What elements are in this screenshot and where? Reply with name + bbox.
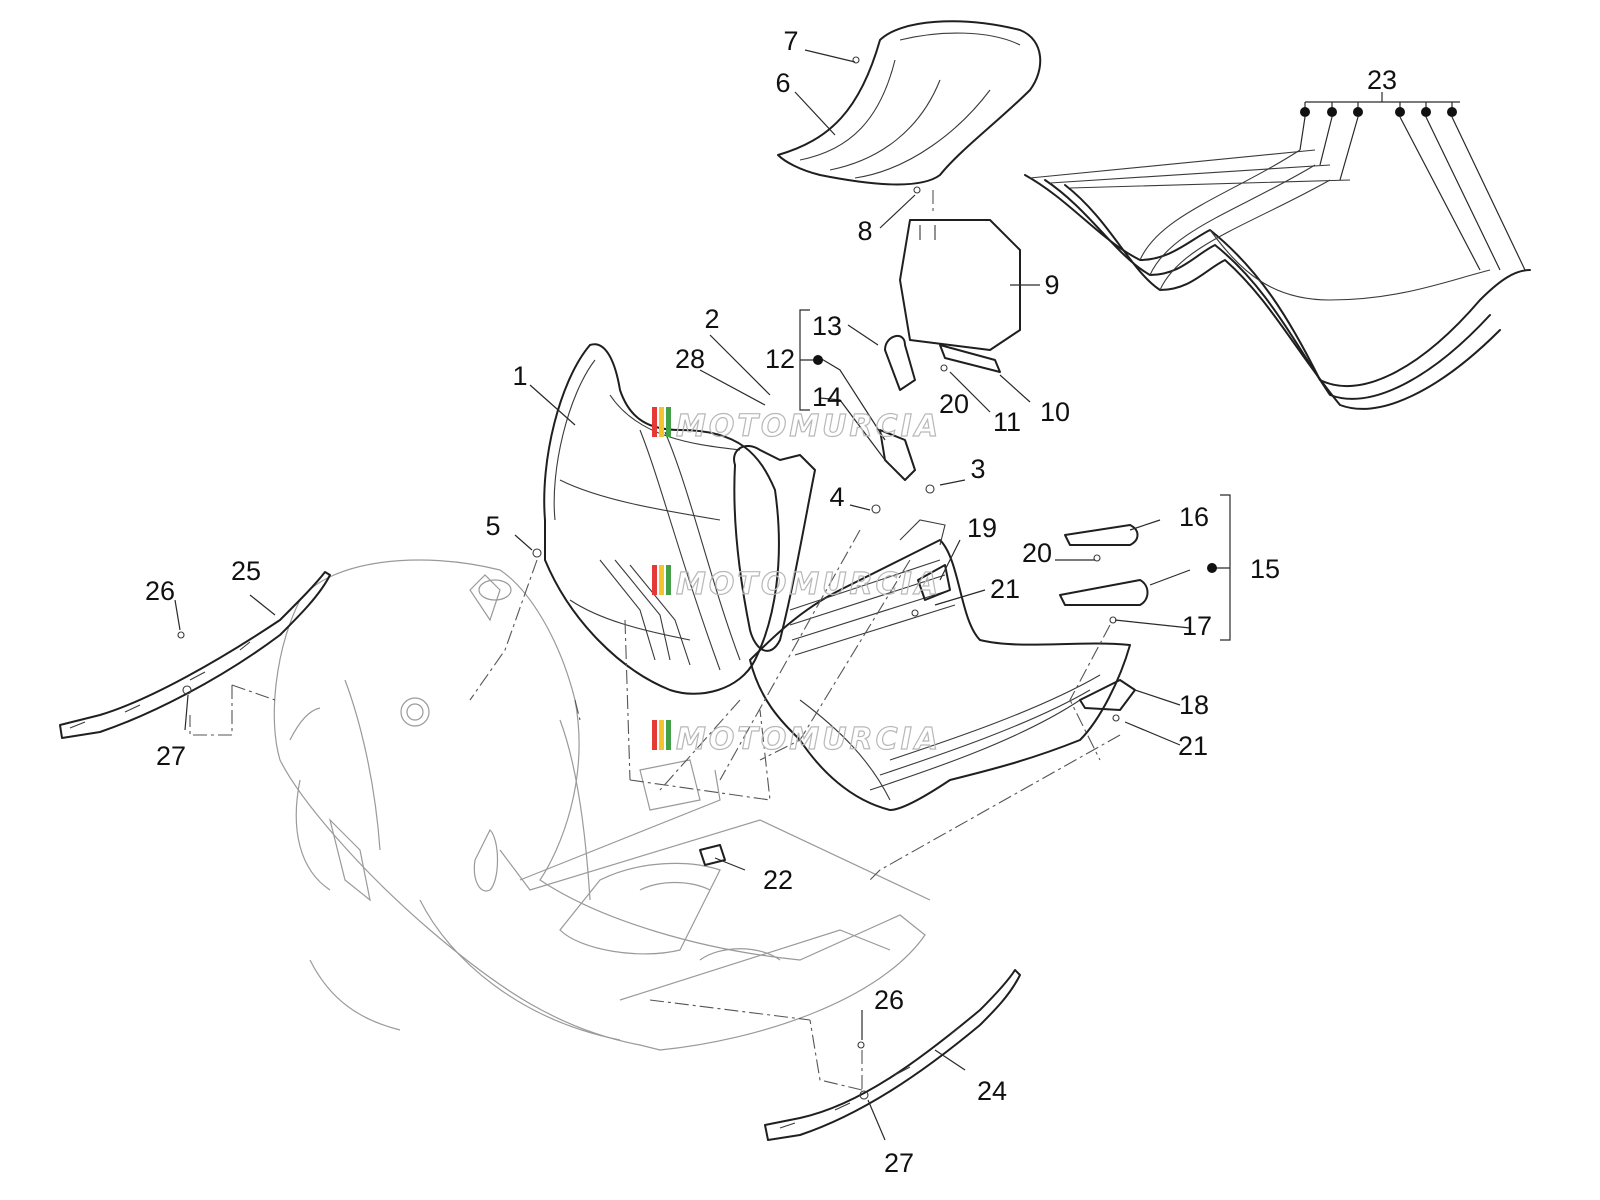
callout-5: 5 — [485, 511, 500, 541]
under-plate — [899, 219, 1021, 351]
callout-27-left: 27 — [156, 741, 186, 771]
watermark-top: MOTOMURCIA — [652, 407, 941, 445]
callout-24: 24 — [977, 1076, 1007, 1106]
callout-4: 4 — [829, 482, 844, 512]
footrest-mat — [777, 20, 1042, 186]
callout-3: 3 — [970, 454, 985, 484]
leader-lines — [174, 49, 1191, 1141]
footboard-panel — [749, 519, 1131, 811]
callout-11: 11 — [993, 407, 1021, 437]
callout-9: 9 — [1044, 270, 1059, 300]
callout-15: 15 — [1250, 554, 1280, 584]
wm-bar-red — [652, 565, 657, 595]
callout-26-right: 26 — [874, 985, 904, 1015]
callout-26-left: 26 — [145, 576, 175, 606]
side-strip-right — [764, 969, 1021, 1141]
callout-13: 13 — [812, 311, 842, 341]
callout-21-upper: 21 — [990, 574, 1020, 604]
callout-12: 12 — [765, 344, 795, 374]
wm-bar-green — [666, 407, 671, 437]
callout-14: 14 — [812, 382, 842, 412]
watermark-text: MOTOMURCIA — [676, 409, 941, 444]
group-brackets — [799, 92, 1526, 641]
callout-8: 8 — [857, 216, 872, 246]
callout-16: 16 — [1179, 502, 1209, 532]
callout-6: 6 — [775, 68, 790, 98]
watermark-bottom: MOTOMURCIA — [652, 720, 941, 758]
callout-28: 28 — [675, 344, 705, 374]
wm-bar-yellow — [659, 565, 664, 595]
callout-22: 22 — [763, 865, 793, 895]
watermark-middle: MOTOMURCIA — [652, 565, 941, 603]
callout-19: 19 — [967, 513, 997, 543]
callout-10: 10 — [1040, 397, 1070, 427]
wm-bar-yellow — [659, 407, 664, 437]
callout-2: 2 — [704, 304, 719, 334]
watermark-text: MOTOMURCIA — [676, 567, 941, 602]
callout-7: 7 — [783, 26, 798, 56]
footboard-rails — [1024, 149, 1531, 410]
callout-27-right: 27 — [884, 1148, 914, 1178]
assembly-lines — [189, 190, 1121, 1091]
callout-1: 1 — [512, 361, 527, 391]
callout-21-lower: 21 — [1178, 731, 1208, 761]
callout-20-upper: 20 — [939, 389, 969, 419]
watermark-text: MOTOMURCIA — [676, 722, 941, 757]
callout-23: 23 — [1367, 65, 1397, 95]
callout-25: 25 — [231, 556, 261, 586]
wm-bar-red — [652, 720, 657, 750]
scooter-frame — [273, 559, 931, 1051]
wm-bar-green — [666, 565, 671, 595]
wm-bar-green — [666, 720, 671, 750]
callout-20-lower: 20 — [1022, 538, 1052, 568]
inner-cover-panel — [733, 445, 816, 652]
callout-18: 18 — [1179, 690, 1209, 720]
plate-bracket — [939, 344, 1001, 373]
wm-bar-yellow — [659, 720, 664, 750]
callout-17: 17 — [1182, 611, 1212, 641]
legshield-panel — [543, 343, 780, 695]
wm-bar-red — [652, 407, 657, 437]
callout-labels: 1 2 3 4 5 6 7 8 9 10 11 12 13 14 15 16 1… — [145, 26, 1397, 1178]
small-fasteners — [177, 56, 1149, 1100]
side-strip-left — [59, 571, 331, 739]
